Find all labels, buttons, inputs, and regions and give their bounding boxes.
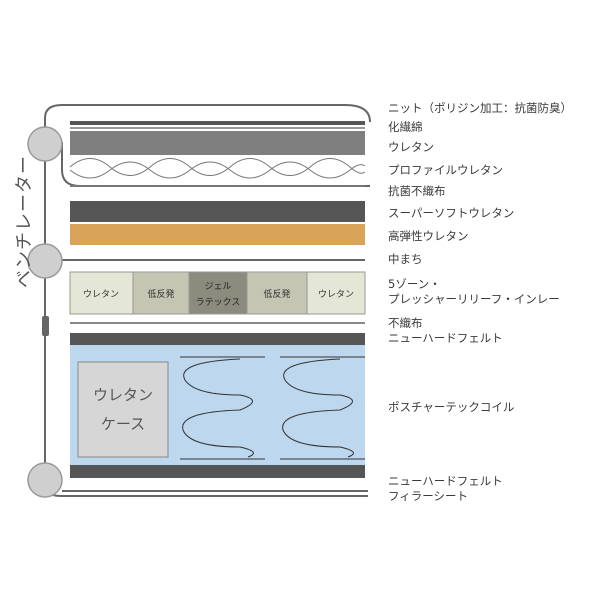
label-new-hard-felt-bottom: ニューハードフェルト xyxy=(388,474,503,488)
new-hard-felt-top-layer xyxy=(70,333,365,345)
super-soft-urethane-layer xyxy=(70,201,365,222)
ventilator-circle-bottom xyxy=(27,462,63,498)
ventilator-circle-top xyxy=(27,126,63,162)
zone-label-3a: ジェル xyxy=(204,282,231,292)
profile-urethane-wave xyxy=(69,158,366,176)
case-label-line2: ケース xyxy=(101,415,145,433)
label-profile-urethane: プロファイルウレタン xyxy=(388,163,503,177)
case-label-line1: ウレタン xyxy=(93,386,153,404)
ventilator-label: ベンチレーター xyxy=(14,155,35,288)
label-antibac-nonwoven: 抗菌不織布 xyxy=(388,184,446,198)
urethane-case xyxy=(77,361,169,458)
label-high-resilience-urethane: 高弾性ウレタン xyxy=(388,229,469,243)
knit-layer xyxy=(70,121,365,125)
bottom-frame-line xyxy=(44,480,368,497)
zone-label-2: 低反発 xyxy=(147,288,174,300)
label-nonwoven: 不織布 xyxy=(388,316,423,330)
batting-layer xyxy=(70,127,365,129)
label-pocket-coil: ポスチャーテックコイル xyxy=(388,400,515,414)
label-filler-sheet: フィラーシート xyxy=(388,489,469,503)
label-batting: 化繊綿 xyxy=(388,120,423,134)
high-resilience-urethane-layer xyxy=(70,224,365,245)
ventilator-circle-middle xyxy=(27,243,63,279)
zone-label-5: ウレタン xyxy=(318,289,354,300)
coil-spring-2 xyxy=(280,356,365,460)
new-hard-felt-bottom-layer xyxy=(70,465,365,478)
nonwoven-line xyxy=(70,322,365,324)
zone-label-3b: ラテックス xyxy=(196,297,241,308)
label-knit: ニット（ポリジン加工：抗菌防臭） xyxy=(388,101,572,115)
coil-spring-1 xyxy=(180,356,265,460)
label-zone-line1: 5ゾーン・ xyxy=(388,277,441,291)
label-urethane: ウレタン xyxy=(388,140,434,154)
label-new-hard-felt-top: ニューハードフェルト xyxy=(388,331,503,345)
zone-label-4: 低反発 xyxy=(263,288,290,300)
filler-sheet-line xyxy=(62,490,368,492)
antibac-nonwoven-layer xyxy=(70,185,365,187)
profile-urethane-wave-2 xyxy=(69,161,366,179)
ventilator-handle xyxy=(42,316,49,336)
zone-label-1: ウレタン xyxy=(83,289,119,300)
label-super-soft-urethane: スーパーソフトウレタン xyxy=(388,206,515,220)
label-nakamachi: 中まち xyxy=(388,252,423,266)
nakamachi-line xyxy=(62,259,365,261)
label-zone-line2: プレッシャーリリーフ・インレー xyxy=(388,292,560,306)
top-frame-line xyxy=(44,104,371,144)
urethane-layer xyxy=(70,131,365,155)
zone-inlay xyxy=(69,271,366,315)
